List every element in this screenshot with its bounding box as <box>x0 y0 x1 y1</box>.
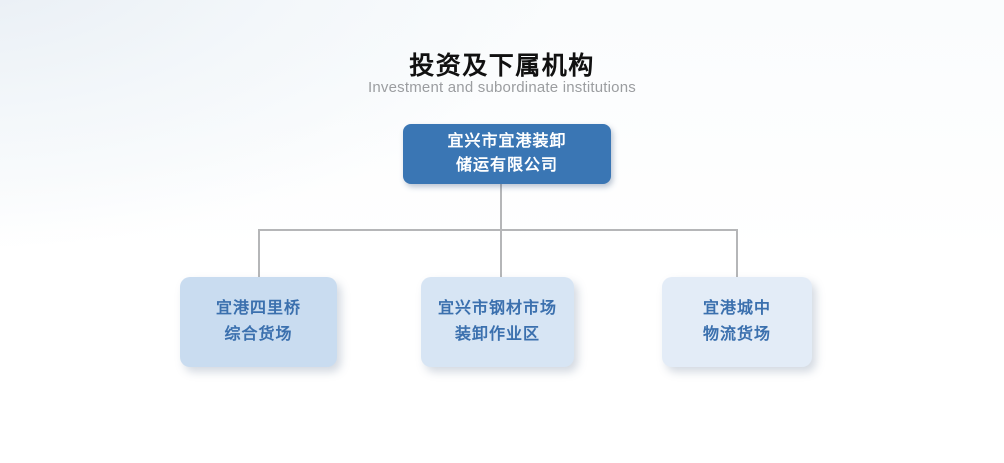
connector-right-vertical <box>736 229 738 277</box>
org-node-child-3: 宜港城中 物流货场 <box>662 277 812 367</box>
org-node-root-line2: 储运有限公司 <box>455 157 558 174</box>
org-node-child-3-line1: 宜港城中 <box>702 299 771 317</box>
org-node-root-label: 宜兴市宜港装卸 储运有限公司 <box>447 130 566 178</box>
org-node-child-1-line1: 宜港四里桥 <box>215 299 301 317</box>
connector-horizontal <box>258 229 738 231</box>
org-node-child-2: 宜兴市钢材市场 装卸作业区 <box>421 277 574 367</box>
org-node-child-2-line1: 宜兴市钢材市场 <box>437 299 557 317</box>
org-node-child-3-line2: 物流货场 <box>702 326 771 343</box>
org-node-root-line1: 宜兴市宜港装卸 <box>447 133 567 150</box>
org-node-child-2-label: 宜兴市钢材市场 装卸作业区 <box>438 296 557 349</box>
connector-left-vertical <box>258 229 260 277</box>
org-node-child-1: 宜港四里桥 综合货场 <box>180 277 337 367</box>
org-node-child-1-line2: 综合货场 <box>224 326 293 343</box>
org-node-child-1-label: 宜港四里桥 综合货场 <box>216 296 301 349</box>
page-title: 投资及下属机构 <box>409 52 595 80</box>
org-node-child-3-label: 宜港城中 物流货场 <box>703 296 771 349</box>
org-node-root: 宜兴市宜港装卸 储运有限公司 <box>403 124 611 184</box>
page-subtitle: Investment and subordinate institutions <box>368 79 636 96</box>
org-node-child-2-line2: 装卸作业区 <box>454 326 540 343</box>
